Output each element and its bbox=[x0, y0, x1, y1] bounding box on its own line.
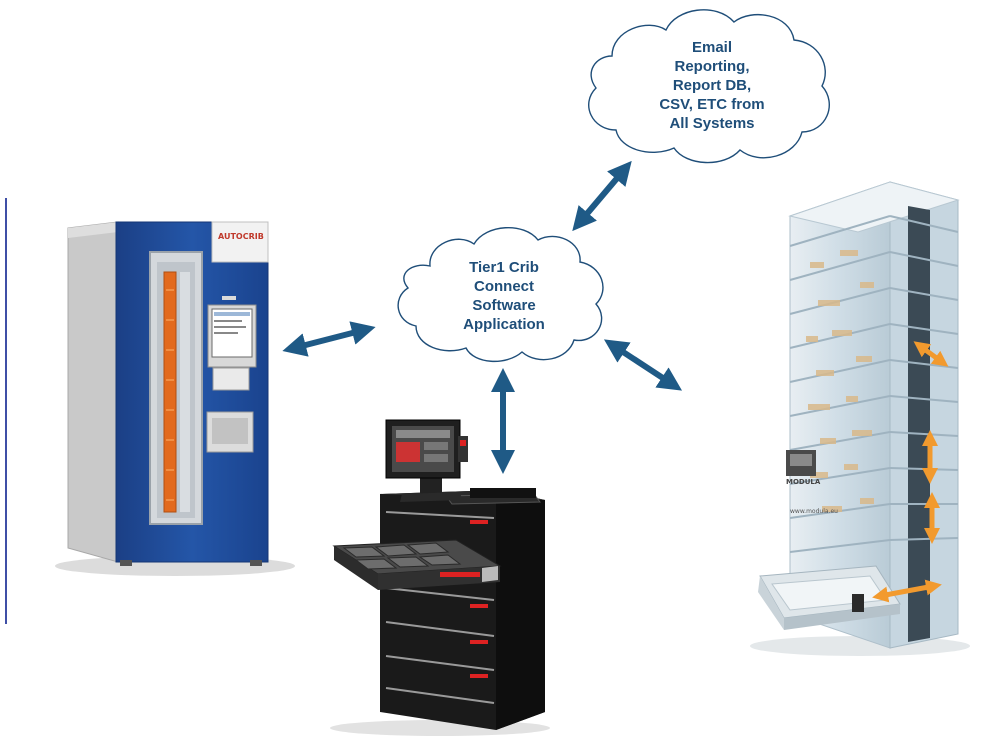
cloud-top-line: All Systems bbox=[669, 115, 755, 132]
arrow-cloud-to-vending bbox=[282, 321, 376, 357]
cloud-top-label: Email Reporting, Report DB, CSV, ETC fro… bbox=[640, 38, 784, 133]
cloud-top-line: CSV, ETC from bbox=[659, 96, 765, 113]
tool-cabinet-station bbox=[330, 419, 550, 736]
cloud-center-line: Tier1 Crib bbox=[469, 259, 539, 276]
cloud-center-label: Tier1 Crib Connect Software Application bbox=[438, 258, 570, 334]
tower-url-label: www.modula.eu bbox=[790, 508, 838, 515]
connection-arrows bbox=[282, 160, 683, 474]
cloud-center-line: Software bbox=[472, 297, 536, 314]
cloud-top bbox=[588, 9, 830, 164]
left-accent-line bbox=[5, 198, 7, 624]
cloud-center-line: Connect bbox=[474, 278, 534, 295]
vertical-lift-tower bbox=[750, 181, 970, 656]
arrow-cloud-to-reporting bbox=[572, 160, 632, 232]
cloud-top-line: Reporting, bbox=[674, 58, 750, 75]
arrow-cloud-to-tower bbox=[603, 339, 683, 391]
cloud-top-line: Report DB, bbox=[672, 77, 752, 94]
vending-machine bbox=[55, 221, 295, 576]
tower-brand-label: MODULA bbox=[786, 478, 821, 486]
vending-brand-label: AUTOCRIB bbox=[218, 232, 264, 241]
cloud-center-line: Application bbox=[463, 316, 545, 333]
cloud-center bbox=[397, 227, 604, 363]
cloud-top-line: Email bbox=[691, 39, 733, 56]
